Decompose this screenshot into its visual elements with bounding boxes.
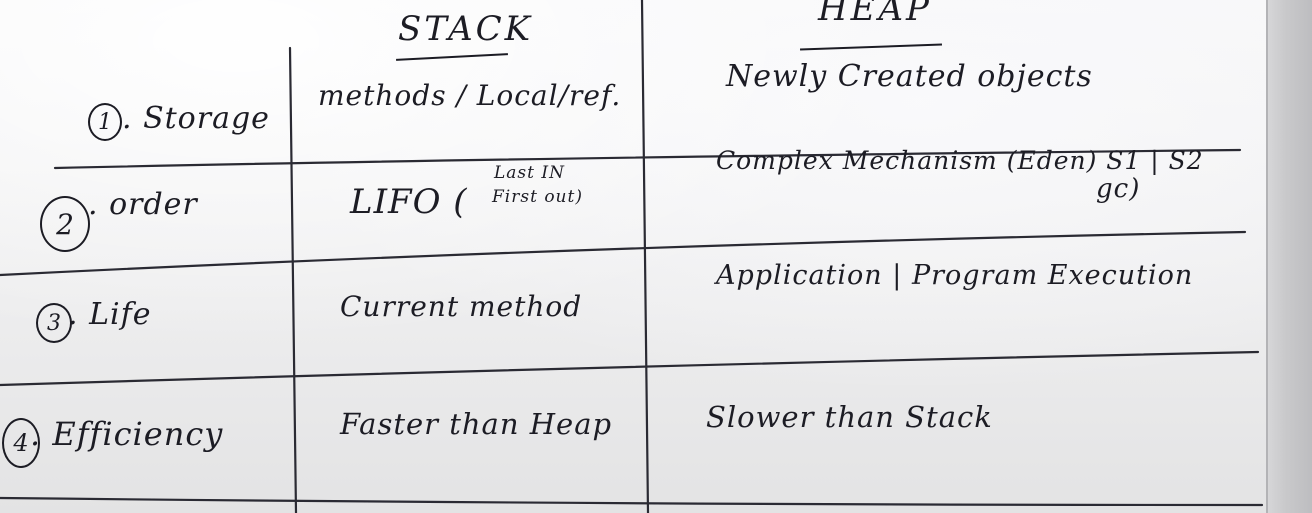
header-stack: STACK [398,9,534,49]
row-1-label: . Storage [122,101,270,136]
row-3-heap: Application | Program Execution [716,260,1194,291]
row-divider-2 [0,230,1247,277]
column-divider-2 [640,0,650,513]
row-3-stack: Current method [340,290,583,323]
row-divider-4 [0,496,1264,507]
row-2-stack-note-2: First out) [492,187,583,207]
row-3-number: 3 [36,303,72,343]
header-heap: HEAP [818,0,932,29]
row-2-number: 2 [40,196,90,252]
column-divider-1 [288,46,298,513]
row-4-stack: Faster than Heap [340,407,613,441]
row-2-heap-line2: gc) [1096,174,1141,204]
row-divider-3 [0,350,1260,387]
row-4-heap: Slower than Stack [706,400,993,434]
row-2-stack: LIFO ( [350,182,468,222]
row-2-heap: Complex Mechanism (Eden) S1 | S2 [716,146,1204,175]
row-4-number: 4 [2,418,40,468]
row-2-stack-note-1: Last IN [494,163,565,183]
row-divider-1 [53,148,1242,170]
row-1-heap: Newly Created objects [726,59,1093,94]
row-4-label: . Efficiency [30,415,224,453]
whiteboard-frame [1266,0,1312,513]
row-1-stack: methods / Local/ref. [318,79,622,112]
row-3-label: . Life [68,297,152,332]
row-1-number: 1 [88,103,122,141]
row-2-label: . order [88,187,198,222]
